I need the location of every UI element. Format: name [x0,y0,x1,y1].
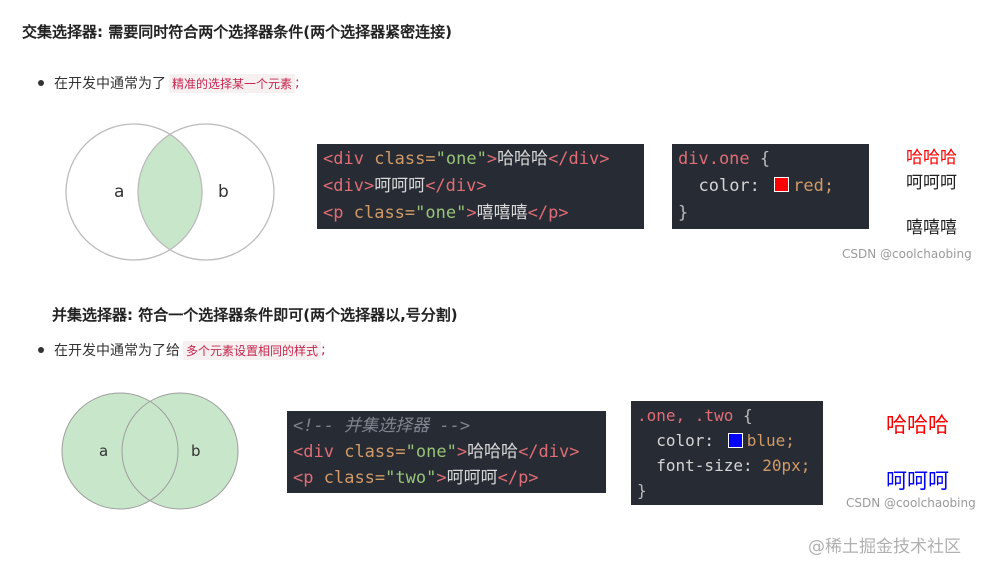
section1-heading: 交集选择器: 需要同时符合两个选择器条件(两个选择器紧密连接) [22,23,452,41]
code-tag: <p [293,468,314,488]
code-string: "two" [385,468,437,488]
csdn-watermark-2: CSDN @coolchaobing [846,496,976,510]
code-string: "one" [435,149,487,169]
css-brace: { [759,149,771,169]
venn-label-a: a [114,182,124,202]
code-string: "one" [415,203,467,223]
css-brace: { [742,406,753,425]
bullet-inline-code: 精准的选择某一个元素 [169,73,296,93]
code-line: div.one { [678,146,863,173]
venn-circle-a [61,392,179,510]
color-swatch-blue [727,432,743,448]
venn-label-b: b [191,442,201,460]
css-property: color: [698,176,760,196]
output-line-2: 呵呵呵 [886,469,949,493]
css-property: font-size: [656,456,753,475]
bullet-inline-code: 多个元素设置相同的样式 [183,340,322,360]
code-line: <div class="one">哈哈哈</div> [293,439,600,465]
code-line: color: blue; [637,428,817,453]
css-brace: } [678,203,689,223]
code-tag: > [486,149,498,169]
venn-label-a: a [99,442,108,460]
code-tag: <div [323,149,364,169]
css-value: blue; [746,431,795,450]
code-text: 哈哈哈 [467,442,519,462]
code-line: color: red; [678,173,863,200]
code-tag: </p> [497,468,539,488]
venn-label-b: b [218,182,229,202]
code-tag: <p [323,203,344,223]
code-comment: <!-- 并集选择器 --> [293,416,471,436]
css-value: 20px; [762,456,811,475]
code-line: <div>呵呵呵</div> [323,173,638,200]
code-tag: > [456,442,468,462]
code-tag: </p> [527,203,569,223]
code-attr: class= [374,149,436,169]
bullet-tail: ; [321,342,326,358]
csdn-watermark-1: CSDN @coolchaobing [842,247,972,261]
css-brace: } [637,481,647,500]
venn-circle-b [137,123,275,261]
css-code-block-2: .one, .two { color: blue; font-size: 20p… [631,401,823,505]
venn-circle-b [121,392,239,510]
output-line-3: 嘻嘻嘻 [906,218,957,238]
code-text: 哈哈哈 [497,149,549,169]
section1-bullet: 在开发中通常为了 精准的选择某一个元素 ; [38,73,300,93]
code-text: 嘻嘻嘻 [476,203,528,223]
code-attr: class= [323,468,386,488]
venn-intersection-area [138,124,202,260]
juejin-footer-watermark: @稀土掘金技术社区 [808,537,961,557]
code-tag: </div> [518,442,580,462]
code-text: 呵呵呵 [446,468,498,488]
bullet-tail: ; [295,75,300,91]
code-attr: class= [344,442,406,462]
code-tag: > [466,203,477,223]
code-line: } [637,478,817,503]
code-tag: </div> [548,149,610,169]
venn-circle-b-fill [122,393,238,509]
css-value: red; [793,176,835,196]
section2-bullet: 在开发中通常为了给 多个元素设置相同的样式 ; [38,340,326,360]
code-line: <p class="two">呵呵呵</p> [293,465,600,491]
union-venn-diagram: a b [61,392,239,510]
code-tag: <div> [323,176,375,196]
code-tag: > [436,468,447,488]
code-line: <div class="one">哈哈哈</div> [323,146,638,173]
output-line-1: 哈哈哈 [906,148,957,168]
venn-circle-a [65,123,203,261]
css-code-block-1: div.one { color: red;} [672,144,869,229]
output-line-2: 呵呵呵 [906,173,957,193]
intersection-venn-diagram: a b [65,123,275,261]
code-string: "one" [405,442,457,462]
code-tag: <div [293,442,334,462]
code-line: <p class="one">嘻嘻嘻</p> [323,200,638,227]
section2-heading: 并集选择器: 符合一个选择器条件即可(两个选择器以,号分割) [52,306,458,324]
code-attr: class= [353,203,416,223]
html-code-block-2: <!-- 并集选择器 --><div class="one">哈哈哈</div>… [287,411,606,493]
bullet-text: 在开发中通常为了给 [54,343,180,359]
color-swatch-red [774,177,790,192]
code-line: font-size: 20px; [637,453,817,478]
code-text: 呵呵呵 [374,176,426,196]
css-property: color: [656,431,715,450]
bullet-text: 在开发中通常为了 [54,76,166,92]
bullet-dot [38,80,44,86]
output-line-1: 哈哈哈 [886,413,949,437]
code-line: } [678,200,863,227]
code-line: .one, .two { [637,403,817,428]
code-line: <!-- 并集选择器 --> [293,413,600,439]
bullet-dot [38,347,44,353]
css-selector: div.one [678,149,750,169]
code-tag: </div> [425,176,487,196]
css-selector: .one, .two [637,406,734,425]
html-code-block-1: <div class="one">哈哈哈</div><div>呵呵呵</div>… [317,144,644,229]
